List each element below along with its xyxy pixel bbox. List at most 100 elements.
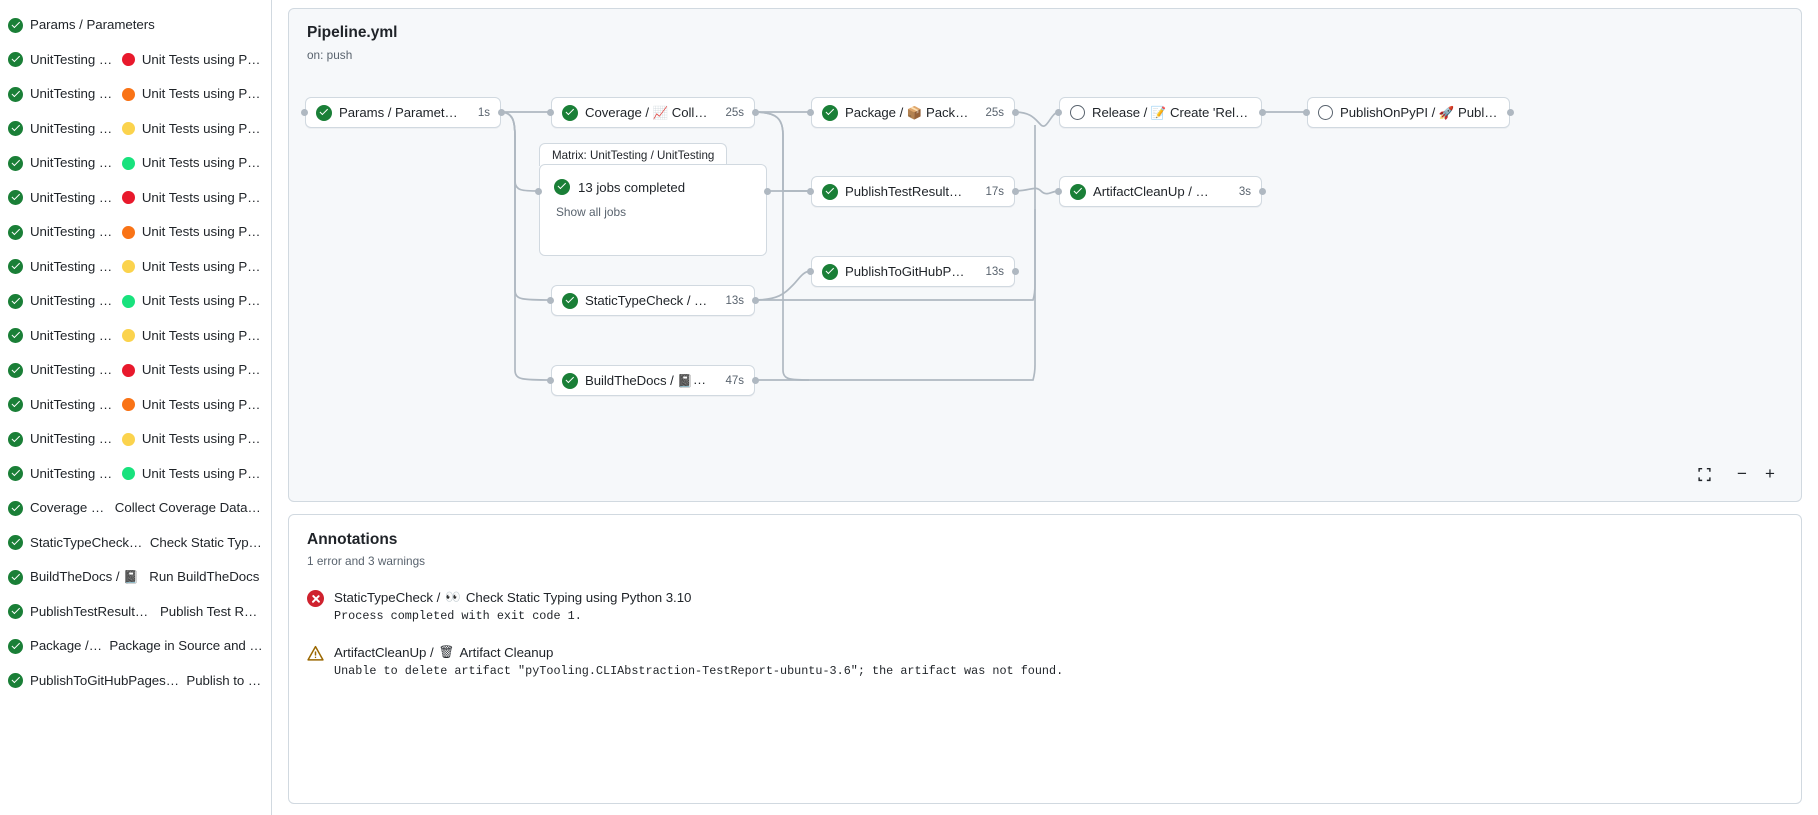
sidebar-job-suffix: Publish to G…	[186, 672, 263, 688]
node-port-right	[498, 109, 505, 116]
graph-node-label: Coverage / 📈 Collect Cove…	[585, 105, 709, 120]
python-version-dot-icon	[121, 87, 135, 101]
sidebar-job-item[interactable]: UnitTesting / 🐧 Unit Tests using Pyth…	[0, 43, 271, 78]
zoom-in-button[interactable]: +	[1765, 464, 1775, 483]
sidebar-job-suffix: Unit Tests using Pyth…	[141, 293, 263, 309]
annotation-item: StaticTypeCheck / 👀Check Static Typing u…	[307, 590, 1783, 623]
workflow-graph-card[interactable]: Pipeline.yml on: push	[288, 8, 1802, 502]
sidebar-job-item[interactable]: UnitTesting / 🍎 Unit Tests using Pyth…	[0, 457, 271, 492]
sidebar-job-item[interactable]: UnitTesting / 🧊 Unit Tests using Pyth…	[0, 250, 271, 285]
sidebar-job-label: Coverage / 📈	[30, 499, 108, 517]
annotations-title: Annotations	[307, 531, 398, 548]
job-emoji-icon: 📓	[123, 570, 139, 585]
node-port-left	[807, 109, 814, 116]
job-emoji-icon: 🟦	[106, 330, 115, 343]
sidebar-job-label: UnitTesting / 🧊	[30, 258, 115, 276]
graph-node-label: Package / 📦 Package in So…	[845, 105, 968, 120]
sidebar-job-item[interactable]: UnitTesting / 🍎 Unit Tests using Pyth…	[0, 353, 271, 388]
job-emoji-icon: 📑	[177, 675, 180, 688]
sidebar-job-item[interactable]: UnitTesting / 🐧 Unit Tests using Pyth…	[0, 112, 271, 147]
graph-node-package[interactable]: Package / 📦 Package in So…25s	[811, 97, 1015, 128]
sidebar-job-suffix: Unit Tests using Pyth…	[141, 258, 263, 274]
sidebar-job-item[interactable]: BuildTheDocs / 📓 Run BuildTheDocs	[0, 560, 271, 595]
annotation-job-step: Artifact Cleanup	[459, 645, 554, 660]
status-success-icon	[562, 372, 578, 389]
graph-node-label: StaticTypeCheck / 👀 Chec…	[585, 293, 709, 308]
sidebar-job-item[interactable]: UnitTesting / 🍎 Unit Tests using Pyth…	[0, 388, 271, 423]
sidebar-job-item[interactable]: StaticTypeCheck / 👀 Check Static Typing…	[0, 526, 271, 561]
node-port-left	[301, 109, 308, 116]
sidebar-job-suffix: Unit Tests using Pyth…	[141, 327, 263, 343]
graph-node-label: PublishToGitHubPages / 📑 …	[845, 264, 969, 279]
job-emoji-icon: 🧊	[106, 295, 115, 308]
sidebar-job-label: UnitTesting / 🐧	[30, 154, 115, 172]
status-success-icon	[8, 431, 23, 447]
graph-node-artifact[interactable]: ArtifactCleanUp / 🗑 Artifac…3s	[1059, 176, 1262, 207]
graph-node-label: PublishOnPyPI / 🚀 Publish to …	[1340, 105, 1499, 120]
graph-node-label: Release / 📝 Create 'Release P…	[1092, 105, 1251, 120]
sidebar-job-item[interactable]: UnitTesting / 🐧 Unit Tests using Pyth…	[0, 146, 271, 181]
workflow-trigger: on: push	[307, 48, 353, 62]
annotation-emoji-icon: 👀	[445, 590, 461, 605]
annotation-job-name[interactable]: StaticTypeCheck / 👀Check Static Typing u…	[334, 590, 692, 605]
sidebar-job-item[interactable]: Coverage / 📈 Collect Coverage Data usi…	[0, 491, 271, 526]
sidebar-job-item[interactable]: UnitTesting / 🟦 Unit Tests using Pyth…	[0, 319, 271, 354]
job-emoji-icon: 📦	[92, 640, 102, 653]
sidebar-job-suffix: Unit Tests using Pyth…	[141, 224, 263, 240]
sidebar-job-item[interactable]: UnitTesting / 🧊 Unit Tests using Pyth…	[0, 215, 271, 250]
sidebar-job-suffix: Unit Tests using Pyth…	[141, 120, 263, 136]
sidebar-job-label: UnitTesting / 🍎	[30, 430, 115, 448]
graph-node-coverage[interactable]: Coverage / 📈 Collect Cove…25s	[551, 97, 755, 128]
sidebar-job-suffix: Unit Tests using Pyth…	[141, 189, 263, 205]
sidebar-job-suffix: Unit Tests using Pyth…	[141, 51, 263, 67]
fullscreen-icon[interactable]	[1691, 461, 1717, 487]
graph-node-statictype[interactable]: StaticTypeCheck / 👀 Chec…13s	[551, 285, 755, 316]
graph-node-pypi[interactable]: PublishOnPyPI / 🚀 Publish to …	[1307, 97, 1510, 128]
python-version-dot-icon	[121, 156, 135, 170]
graph-node-emoji-icon: 📝	[1150, 106, 1167, 120]
sidebar-job-item[interactable]: UnitTesting / 🐧 Unit Tests using Pyth…	[0, 77, 271, 112]
graph-node-ghpages[interactable]: PublishToGitHubPages / 📑 …13s	[811, 256, 1015, 287]
annotation-job-name[interactable]: ArtifactCleanUp / 🗑Artifact Cleanup	[334, 645, 554, 660]
sidebar-job-item[interactable]: UnitTesting / 🧊 Unit Tests using Pyth…	[0, 181, 271, 216]
python-version-dot-icon	[121, 122, 135, 136]
python-version-dot-icon	[121, 294, 135, 308]
annotation-job-step: Check Static Typing using Python 3.10	[465, 590, 692, 605]
graph-node-testresults[interactable]: PublishTestResults / 📊 Pu…17s	[811, 176, 1015, 207]
matrix-port-right	[764, 188, 771, 195]
sidebar-job-item[interactable]: Package / 📦 Package in Source and Wh…	[0, 629, 271, 664]
node-port-right	[752, 297, 759, 304]
graph-node-release[interactable]: Release / 📝 Create 'Release P…	[1059, 97, 1262, 128]
sidebar-job-label: UnitTesting / 🧊	[30, 292, 115, 310]
sidebar-job-item[interactable]: Params / Parameters	[0, 8, 271, 43]
sidebar-job-item[interactable]: PublishToGitHubPages / 📑 Publish to G…	[0, 664, 271, 699]
job-emoji-icon: 🍎	[106, 364, 115, 377]
sidebar-job-item[interactable]: UnitTesting / 🧊 Unit Tests using Pyth…	[0, 284, 271, 319]
graph-node-duration: 17s	[985, 185, 1004, 198]
graph-node-builddocs[interactable]: BuildTheDocs / 📓 Run Buil…47s	[551, 365, 755, 396]
status-success-icon	[8, 362, 23, 378]
status-success-icon	[8, 190, 23, 206]
node-port-right	[1259, 188, 1266, 195]
status-error-icon	[307, 590, 324, 607]
python-version-dot-icon	[121, 467, 135, 481]
status-success-icon	[8, 569, 23, 585]
node-port-left	[547, 297, 554, 304]
status-success-icon	[8, 604, 23, 620]
zoom-out-button[interactable]: −	[1737, 464, 1747, 483]
sidebar-job-suffix: Unit Tests using Pyth…	[141, 465, 263, 481]
python-version-dot-icon	[121, 432, 135, 446]
job-emoji-icon: 👀	[140, 537, 143, 550]
node-port-left	[1055, 109, 1062, 116]
graph-zoom-controls[interactable]: − +	[1691, 461, 1783, 487]
status-success-icon	[316, 104, 332, 121]
sidebar-job-item[interactable]: UnitTesting / 🍎 Unit Tests using Pyth…	[0, 422, 271, 457]
show-all-jobs-link[interactable]: Show all jobs	[556, 205, 627, 219]
node-port-right	[1012, 109, 1019, 116]
sidebar-job-item[interactable]: PublishTestResults / 📊 Publish Test Resu…	[0, 595, 271, 630]
